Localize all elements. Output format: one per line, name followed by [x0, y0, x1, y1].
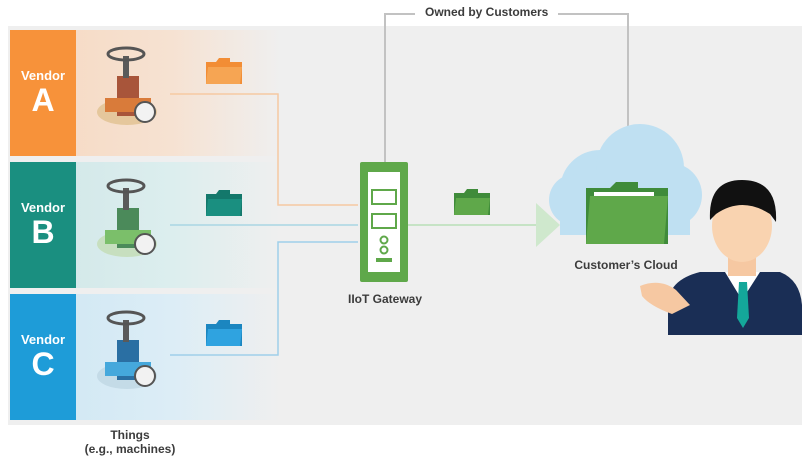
valve-icon — [97, 178, 157, 257]
folder-icon — [206, 320, 242, 346]
owned-bracket-line — [384, 13, 629, 163]
cloud-folder-icon — [586, 182, 668, 244]
vendor-b-tile: Vendor B — [10, 162, 76, 288]
vendor-a-line — [170, 93, 358, 206]
vendor-a-word: Vendor — [20, 68, 66, 83]
things-label: Things (e.g., machines) — [84, 428, 176, 456]
person-icon — [640, 180, 802, 335]
vendor-c-letter: C — [31, 346, 55, 382]
folder-icon — [454, 189, 490, 215]
vendor-c-word: Vendor — [20, 332, 66, 347]
folder-icon — [206, 58, 242, 84]
gateway-label: IIoT Gateway — [347, 292, 423, 306]
vendor-b-word: Vendor — [20, 200, 66, 215]
arrow-icon — [536, 203, 560, 247]
valve-icon — [97, 310, 157, 389]
vendor-b-letter: B — [31, 214, 55, 250]
vendor-a-letter: A — [31, 82, 55, 118]
vendor-a-tile: Vendor A — [10, 30, 76, 156]
vendor-c-line — [170, 241, 358, 356]
owned-by-customers-label: Owned by Customers — [415, 5, 559, 19]
gateway-device-icon — [360, 162, 408, 282]
valve-icon — [97, 46, 157, 125]
cloud-label: Customer’s Cloud — [574, 258, 678, 272]
folder-icon — [206, 190, 242, 216]
vendor-c-tile: Vendor C — [10, 294, 76, 420]
